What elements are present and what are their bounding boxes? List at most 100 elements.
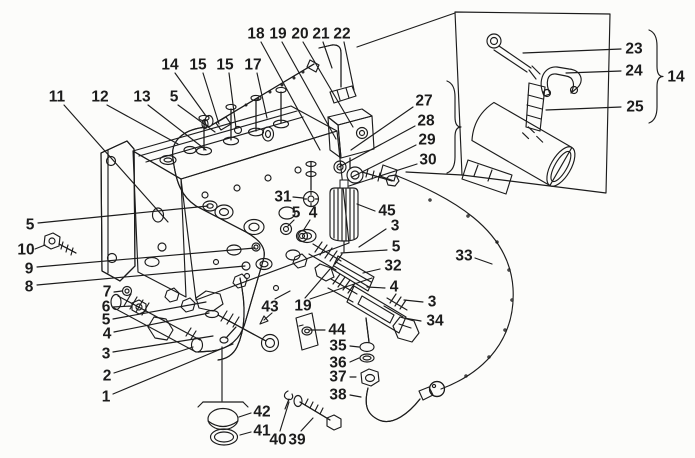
callout-label-5-31: 5 xyxy=(102,312,111,329)
leader-line-2-34 xyxy=(113,346,194,374)
leader-line-15-7 xyxy=(228,72,237,129)
high-pressure-hose xyxy=(379,164,514,398)
callout-label-28-17: 28 xyxy=(417,113,435,130)
leader-line-6-30 xyxy=(112,305,133,308)
leader-line-43-36 xyxy=(274,290,291,300)
leader-line-13-11 xyxy=(147,104,207,151)
callout-label-19-37: 19 xyxy=(294,298,312,315)
leader-line-3-33 xyxy=(112,335,214,353)
callout-label-3-33: 3 xyxy=(102,346,111,363)
sealing-ring-large xyxy=(209,428,239,446)
leader-line-10-26 xyxy=(34,244,46,250)
callout-label-40-51: 40 xyxy=(269,432,286,449)
callout-label-4-32: 4 xyxy=(103,326,112,343)
leader-line-4-40 xyxy=(366,286,386,289)
leader-line-4-32 xyxy=(113,312,210,333)
leader-line-24-14 xyxy=(565,70,622,74)
callout-label-39-52: 39 xyxy=(288,432,306,449)
union-fittings xyxy=(261,126,320,243)
leader-line-31-20 xyxy=(292,196,304,199)
callout-label-18-0: 18 xyxy=(247,26,265,43)
left-coupling xyxy=(110,285,204,353)
leader-line-38-48 xyxy=(349,394,362,398)
oil-pipe-loop xyxy=(172,126,265,353)
leader-line-42-49 xyxy=(238,412,252,418)
callout-label-41-50: 41 xyxy=(253,423,271,440)
leader-line-29-18 xyxy=(351,144,417,178)
leader-line-18-0 xyxy=(260,41,321,151)
callout-label-8-28: 8 xyxy=(25,279,34,296)
callout-label-33-43: 33 xyxy=(455,248,473,265)
leader-line-22-4 xyxy=(343,41,355,91)
callout-label-7-29: 7 xyxy=(103,284,112,301)
clamp-strap xyxy=(525,82,546,132)
leader-line-21-3 xyxy=(322,41,333,69)
leader-line-45-23 xyxy=(356,203,376,212)
leader-line-5-12 xyxy=(177,104,216,133)
callout-label-43-36: 43 xyxy=(261,299,279,316)
callout-label-34-42: 34 xyxy=(426,313,444,330)
leader-line-30-19 xyxy=(348,163,418,187)
callout-label-17-8: 17 xyxy=(244,57,261,74)
leader-line-8-28 xyxy=(36,265,246,286)
leader-line-3-24 xyxy=(358,228,387,248)
leader-line-3-41 xyxy=(403,299,424,303)
oil-pipe-short xyxy=(217,277,245,361)
callout-label-22-4: 22 xyxy=(333,26,350,43)
callout-label-14-5: 14 xyxy=(161,57,179,74)
callout-label-5-25: 5 xyxy=(26,217,35,234)
quick-coupling-lower xyxy=(346,285,420,387)
plug-bolt xyxy=(43,232,77,256)
cotter-pin xyxy=(486,33,541,80)
callout-label-5-12: 5 xyxy=(170,89,179,106)
mounting-bracket xyxy=(100,140,136,282)
callout-label-36-46: 36 xyxy=(329,355,347,372)
callout-label-1-35: 1 xyxy=(102,389,111,406)
callout-label-10-26: 10 xyxy=(17,242,34,259)
sleeve-strap-end xyxy=(461,159,513,195)
leader-line-17-8 xyxy=(256,72,268,119)
leader-line-27-16 xyxy=(350,106,414,151)
callout-label-15-7: 15 xyxy=(216,57,234,74)
leader-line-14-5 xyxy=(174,72,207,117)
leader-line-7-29 xyxy=(113,290,123,293)
callout-label-13-11: 13 xyxy=(133,89,151,106)
leader-line-5-25 xyxy=(37,205,209,224)
leader-line-9-27 xyxy=(36,247,256,268)
callout-label-5-38: 5 xyxy=(392,239,401,256)
callout-label-5-21: 5 xyxy=(292,205,301,222)
callout-label-35-45: 35 xyxy=(329,338,347,355)
position-indicator-line xyxy=(197,346,249,408)
protective-cap xyxy=(207,407,239,431)
callout-label-37-47: 37 xyxy=(329,369,346,386)
callout-label-32-39: 32 xyxy=(384,258,401,275)
inset-projection-lines xyxy=(356,12,463,176)
callout-label-3-41: 3 xyxy=(428,294,437,311)
leader-line-41-50 xyxy=(239,431,252,436)
leader-line-20-2 xyxy=(302,41,354,128)
callout-label-25-15: 25 xyxy=(626,99,644,116)
bent-drain-pipe xyxy=(365,386,434,422)
inset-detail-box xyxy=(454,11,611,195)
callout-label-11-9: 11 xyxy=(49,89,66,106)
grouping-brace-0 xyxy=(446,80,462,174)
callout-label-31-20: 31 xyxy=(274,189,292,206)
callout-label-4-40: 4 xyxy=(390,279,399,296)
leader-line-36-46 xyxy=(349,357,360,363)
retainer-clip xyxy=(283,390,294,410)
callout-label-2-34: 2 xyxy=(103,368,112,385)
leader-line-15-6 xyxy=(202,72,220,125)
quick-coupling-upper xyxy=(308,241,375,303)
callout-label-9-27: 9 xyxy=(25,261,34,278)
grouping-brace-1 xyxy=(648,29,664,124)
callout-label-15-6: 15 xyxy=(189,57,207,74)
leader-line-11-9 xyxy=(63,104,169,223)
breather-canister xyxy=(329,179,359,253)
callout-label-44-44: 44 xyxy=(328,322,346,339)
leader-line-19-1 xyxy=(281,41,337,140)
leader-line-4-22 xyxy=(302,219,311,232)
callout-label-23-13: 23 xyxy=(625,41,643,58)
